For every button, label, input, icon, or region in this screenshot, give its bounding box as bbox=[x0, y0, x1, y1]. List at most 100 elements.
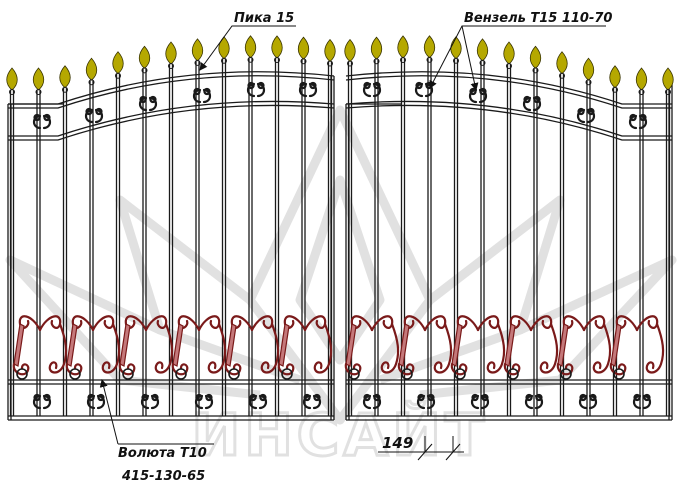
volute-bottom-curl-right bbox=[207, 322, 227, 374]
volute-ring bbox=[454, 368, 466, 380]
volute-ring bbox=[348, 368, 360, 380]
volute-arm-left bbox=[172, 323, 184, 367]
spear-tip-icon bbox=[423, 35, 436, 59]
volute-ring bbox=[175, 368, 187, 380]
double-c-monogram-icon bbox=[576, 107, 596, 124]
heart-scroll-icon bbox=[277, 315, 333, 380]
double-c-monogram-icon bbox=[194, 393, 214, 410]
spear-collar bbox=[62, 86, 68, 93]
volute-ring bbox=[507, 368, 519, 380]
volute-arm-left bbox=[610, 323, 622, 367]
monogram-curl bbox=[309, 81, 317, 90]
volute-bottom-curl-right bbox=[154, 322, 174, 374]
volute-ring bbox=[228, 368, 240, 380]
double-c-monogram-icon bbox=[578, 393, 598, 410]
volute-top-curl-right bbox=[91, 315, 115, 332]
volute-bottom-curl-left bbox=[609, 362, 627, 376]
volute-bottom-curl-right bbox=[260, 322, 280, 374]
spear-collar bbox=[559, 72, 565, 79]
volute-bottom-curl-right bbox=[380, 322, 400, 374]
spear-tip-icon bbox=[138, 45, 151, 69]
double-c-monogram-icon bbox=[632, 393, 652, 410]
monogram-curl bbox=[95, 107, 103, 116]
left-arch-bottom bbox=[8, 100, 335, 137]
heart-scroll-icon bbox=[397, 315, 453, 380]
monogram-curl bbox=[193, 87, 201, 96]
monogram-curl bbox=[205, 393, 213, 402]
monogram-curl bbox=[97, 393, 105, 402]
volute-bottom-curl-left bbox=[277, 362, 295, 376]
spear-tip-icon bbox=[324, 38, 336, 63]
volute-ring bbox=[69, 368, 81, 380]
spear-tip-icon bbox=[582, 57, 595, 81]
monogram-curl bbox=[33, 113, 41, 122]
heart-scroll-icon bbox=[171, 315, 227, 380]
volute-ring bbox=[281, 368, 293, 380]
volute-bottom-curl-right bbox=[486, 322, 506, 374]
double-c-monogram-icon bbox=[522, 95, 542, 112]
spear-tip-icon bbox=[59, 65, 71, 89]
volute-ring bbox=[613, 368, 625, 380]
double-c-monogram-icon bbox=[470, 393, 490, 410]
spear-tip-icon bbox=[297, 36, 310, 60]
double-c-monogram-icon bbox=[248, 393, 268, 410]
monogram-curl bbox=[139, 95, 147, 104]
spear-tip-icon bbox=[165, 41, 177, 65]
spear-tip-icon bbox=[271, 35, 283, 59]
volute-bottom-curl-left bbox=[118, 362, 136, 376]
spear-collar bbox=[585, 79, 592, 86]
spear-collar bbox=[612, 86, 618, 93]
gate-frame bbox=[6, 35, 674, 421]
volute-arm-left bbox=[557, 323, 569, 367]
venzel-leader-2 bbox=[461, 25, 479, 91]
volute-bottom-curl-right bbox=[539, 322, 559, 374]
monogram-curl bbox=[415, 81, 423, 90]
spear-tip-icon bbox=[529, 45, 542, 69]
spear-collar bbox=[373, 58, 380, 65]
spear-tip-icon bbox=[556, 51, 568, 75]
monogram-curl bbox=[43, 393, 51, 402]
monogram-curl bbox=[589, 393, 597, 402]
monogram-curl bbox=[639, 113, 647, 122]
double-c-monogram-icon bbox=[414, 81, 434, 98]
volute-bottom-curl-left bbox=[556, 362, 574, 376]
monogram-curl bbox=[643, 393, 651, 402]
volute-bottom-curl-right bbox=[592, 322, 612, 374]
monogram-curl bbox=[427, 393, 435, 402]
spear-tip-icon bbox=[503, 41, 515, 65]
monogram-curl bbox=[33, 393, 41, 402]
spear-tip-icon bbox=[476, 38, 489, 62]
watermark-logo: ИНСАЙТ bbox=[5, 105, 677, 471]
spear-collar bbox=[453, 57, 459, 64]
right-arch-bottom-2 bbox=[345, 104, 672, 141]
volute-bottom-curl-left bbox=[503, 362, 521, 376]
spear-tip-icon bbox=[609, 65, 621, 89]
voluta-leader bbox=[99, 379, 119, 445]
double-c-monogram-icon bbox=[86, 393, 106, 410]
spear-collar bbox=[665, 89, 671, 95]
spear-collar bbox=[35, 89, 42, 95]
monogram-curl bbox=[247, 81, 255, 90]
heart-scroll-icon bbox=[118, 315, 174, 380]
monogram-curl bbox=[629, 113, 637, 122]
monogram-curl bbox=[587, 107, 595, 116]
watermark-text: ИНСАЙТ bbox=[192, 400, 489, 469]
double-c-monogram-icon bbox=[302, 393, 322, 410]
heart-scroll-icon bbox=[65, 315, 121, 380]
double-c-monogram-icon bbox=[32, 393, 52, 410]
volute-bottom-curl-right bbox=[101, 322, 121, 374]
monogram-curl bbox=[87, 393, 95, 402]
watermark-far-left-leaf bbox=[5, 255, 261, 400]
monogram-curl bbox=[417, 393, 425, 402]
volute-arm-left bbox=[345, 323, 357, 367]
volute-bottom-curl-left bbox=[12, 362, 30, 376]
monogram-curl bbox=[151, 393, 159, 402]
volute-bottom-curl-left bbox=[450, 362, 468, 376]
volute-arm-left bbox=[278, 323, 290, 367]
spear-collar bbox=[479, 59, 486, 66]
monogram-curl bbox=[535, 393, 543, 402]
monogram-curl bbox=[195, 393, 203, 402]
right-arch-bottom bbox=[345, 100, 672, 137]
